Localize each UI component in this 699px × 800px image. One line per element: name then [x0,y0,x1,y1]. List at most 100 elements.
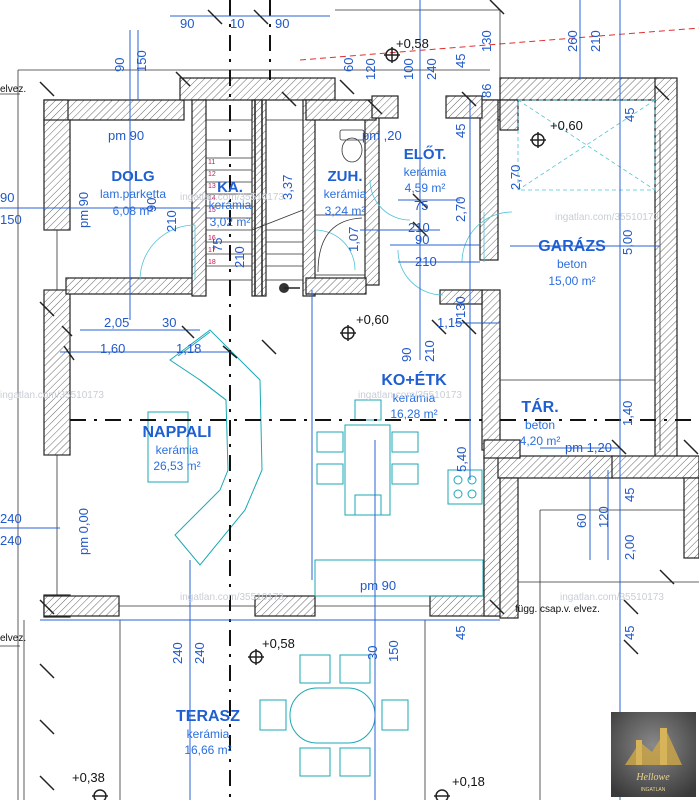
dimension-label: 1,15 [437,315,462,330]
room-material: lam.parketta [100,187,166,201]
dimension-label: 30 [162,315,176,330]
dimension-label: 260 [565,30,580,52]
dimension-label: 240 [424,58,439,80]
dimension-label: pm 90 [108,128,144,143]
stair-step-number: 15 [208,207,216,214]
dimension-label: 210 [408,220,430,235]
section-ticks [39,0,699,791]
level-marker-kitchen: +0,60 [340,312,389,341]
dimension-label: 90 [415,232,429,247]
dimension-label: 2,05 [104,315,129,330]
dimension-label: 86 [479,84,494,98]
room-material: kerámia [393,391,436,405]
room-area: 15,00 m² [548,274,595,288]
logo-brand: Hellowe [635,772,670,783]
dimension-label: 2,70 [508,165,523,190]
dimension-label: 210 [164,210,179,232]
room-material: kerámia [156,443,199,457]
dimension-label: 90 [144,198,159,212]
stair-step-number: 14 [208,195,216,202]
dimension-label: 1,60 [100,341,125,356]
room-name: KA. [217,179,243,196]
level-marker-terrace: +0,58 [248,636,295,665]
dimension-label: 100 [401,58,416,80]
level-label: +0,58 [262,636,295,651]
annotation-label: elvez. [0,84,26,95]
axis-lines [70,0,699,800]
level-label: +0,18 [452,774,485,789]
dimension-label: 210 [422,340,437,362]
room-name: NAPPALI [142,424,211,441]
dimension-label: 75 [414,198,428,213]
watermark: ingatlan.com/35510173 [0,390,104,401]
room-area: 6,08 m² [113,204,154,218]
dimension-label: 1,07 [346,227,361,252]
dimension-label: 3,37 [280,175,295,200]
room-terasz: TERASZ kerámia 16,66 m² [176,708,240,757]
room-material: kerámia [187,727,230,741]
dimension-label: pm 90 [360,578,396,593]
dimension-label: pm 0,00 [76,508,91,555]
room-material: beton [525,418,555,432]
dimension-label: 90 [399,348,414,362]
dimension-label: 2,70 [453,197,468,222]
dimension-label: 240 [0,533,22,548]
dimension-label: 240 [192,642,207,664]
room-nappali: NAPPALI kerámia 26,53 m² [142,424,211,473]
room-name: ELŐT. [404,145,447,163]
room-koetk: KO+ÉTK kerámia 16,28 m² [381,370,447,421]
level-label: +0,38 [72,770,105,785]
room-material: kerámia [324,187,367,201]
windows [44,130,661,607]
dimension-label: 5,40 [454,447,469,472]
level-marker-garage: +0,60 [530,118,583,148]
annotations: elvez. elvez. függ. csap.v. elvez. [0,84,600,644]
dimension-label: 2,00 [622,535,637,560]
dimension-label: 130 [453,296,468,318]
level-marker-top: +0,58 [384,36,429,63]
room-area: 3,02 m² [210,215,251,229]
room-name: DOLG [111,168,154,185]
dimension-label: 240 [170,642,185,664]
level-markers: +0,58 +0,60 +0,60 +0,58 +0,38 +0,18 [72,36,583,800]
dimension-label: 210 [415,254,437,269]
dimension-label: 60 [341,58,356,72]
room-area: 26,53 m² [153,459,200,473]
stair-step-number: 11 [208,159,215,166]
dimension-label: 150 [386,640,401,662]
room-name: TERASZ [176,708,240,725]
room-name: KO+ÉTK [381,370,447,389]
dimension-label: 45 [622,488,637,502]
room-material: beton [557,257,587,271]
annotation-label: elvez. [0,633,26,644]
dimension-label: 90 [112,58,127,72]
dimension-label: 45 [453,54,468,68]
room-name: TÁR. [521,397,558,416]
brand-logo: Hellowe INGATLAN [611,712,696,797]
dimension-label: pm ,20 [362,128,402,143]
stair-step-number: 13 [208,183,216,190]
stair-step-number: 17 [208,247,216,254]
dimension-label: 210 [588,30,603,52]
watermark: ingatlan.com/35510173 [555,212,659,223]
level-label: +0,60 [356,312,389,327]
level-label: +0,58 [396,36,429,51]
annotation-label: függ. csap.v. elvez. [515,604,600,615]
watermark: ingatlan.com/35510173 [358,390,462,401]
dimension-label: 1,18 [176,341,201,356]
dimension-label: 10 [230,16,244,31]
walls [43,77,699,619]
dining-table-kitchen [314,399,484,597]
stair-step-number: 16 [208,235,216,242]
property-line [299,27,699,61]
room-labels: DOLG lam.parketta 6,08 m² KA. kerámia 3,… [100,145,606,757]
dimension-label: 90 [0,190,14,205]
room-ka: KA. kerámia 3,02 m² [209,179,252,229]
dimension-label: 60 [574,514,589,528]
dimension-label: 45 [453,626,468,640]
bathroom-fixtures [314,129,366,276]
dimension-label: 90 [275,16,289,31]
dimension-labels: 90 10 90 60 120 100 240 45 130 260 210 8… [0,16,637,664]
dimension-label: 210 [232,246,247,268]
